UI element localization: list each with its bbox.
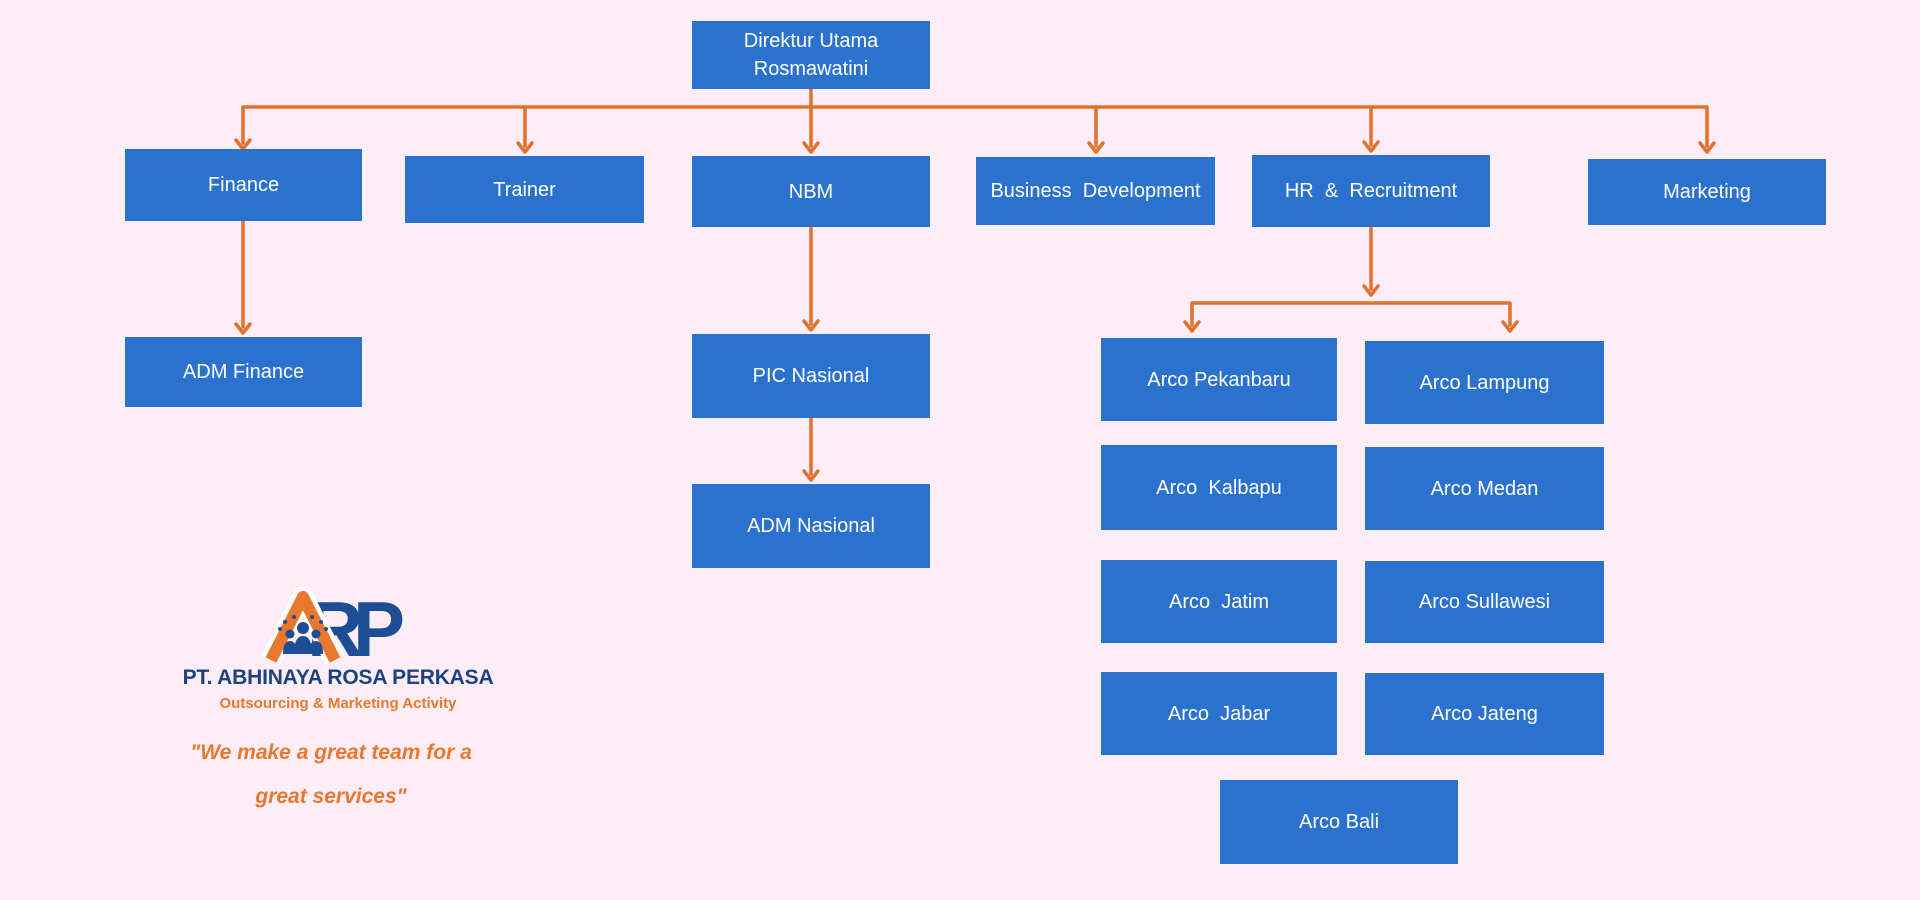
connector-finance-to-adm-finance xyxy=(234,219,252,335)
node-hr-recruitment: HR & Recruitment xyxy=(1252,155,1490,227)
node-arco-jabar: Arco Jabar xyxy=(1101,672,1337,755)
node-pic-nasional: PIC Nasional xyxy=(692,334,930,418)
connector-drop-hr xyxy=(1362,105,1380,153)
node-arco-lampung: Arco Lampung xyxy=(1365,341,1604,424)
connector-drop-business-development xyxy=(1087,105,1105,154)
people-icon xyxy=(278,615,328,654)
node-business-development: Business Development xyxy=(976,157,1215,225)
node-arco-pekanbaru: Arco Pekanbaru xyxy=(1101,338,1337,421)
company-logo: R P PT. ABHINAYA ROSA PERKASA Outsourcin… xyxy=(168,582,508,712)
quote-line-2: great services" xyxy=(255,785,407,808)
node-arco-bali: Arco Bali xyxy=(1220,780,1458,864)
arp-logo-icon: R P xyxy=(261,585,405,673)
connector-root-to-nbm xyxy=(802,87,820,154)
quote-line-1: "We make a great team for a xyxy=(190,741,472,764)
company-tagline: Outsourcing & Marketing Activity xyxy=(219,695,457,712)
node-adm-nasional: ADM Nasional xyxy=(692,484,930,568)
node-arco-jatim: Arco Jatim xyxy=(1101,560,1337,643)
connector-nbm-to-pic xyxy=(802,225,820,332)
connector-pic-to-adm-nasional xyxy=(802,416,820,482)
node-trainer: Trainer xyxy=(405,156,644,223)
node-arco-jateng: Arco Jateng xyxy=(1365,673,1604,755)
node-direktur-utama: Direktur Utama Rosmawatini xyxy=(692,21,930,89)
node-adm-finance: ADM Finance xyxy=(125,337,362,407)
node-finance: Finance xyxy=(125,149,362,221)
node-arco-kalbapu: Arco Kalbapu xyxy=(1101,445,1337,530)
node-marketing: Marketing xyxy=(1588,159,1826,225)
connector-split-to-arco xyxy=(1183,301,1519,333)
connector-hr-to-split xyxy=(1362,225,1380,297)
logo-letter-p: P xyxy=(353,585,405,673)
company-name: PT. ABHINAYA ROSA PERKASA xyxy=(182,666,494,689)
logo-a-shape xyxy=(265,591,341,663)
connector-main-horizontal xyxy=(234,105,1716,154)
node-nbm: NBM xyxy=(692,156,930,227)
node-arco-medan: Arco Medan xyxy=(1365,447,1604,530)
company-quote: "We make a great team for a great servic… xyxy=(145,731,517,819)
node-arco-sullawesi: Arco Sullawesi xyxy=(1365,561,1604,643)
connector-drop-trainer xyxy=(516,105,534,154)
